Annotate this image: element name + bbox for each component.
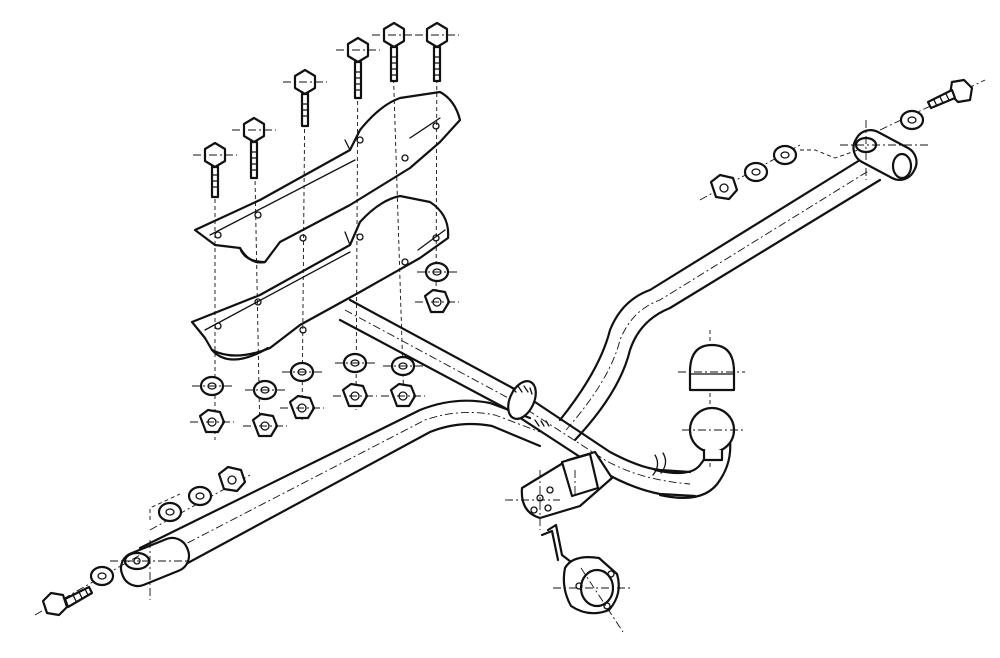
left-side-washer <box>157 501 183 523</box>
ball-cover-cap <box>678 343 745 392</box>
left-side-fasteners <box>34 465 251 617</box>
spring-clip <box>652 452 667 476</box>
washers <box>192 261 457 401</box>
electrical-socket <box>540 523 633 633</box>
hex-bolt <box>372 21 416 83</box>
hex-bolt <box>232 116 276 180</box>
right-side-washer <box>772 144 798 166</box>
washer <box>335 352 375 374</box>
gooseneck-lower <box>658 438 732 499</box>
tow-ball <box>682 406 745 462</box>
left-arm-lower-edge <box>158 422 542 580</box>
hex-nut <box>333 382 377 408</box>
hex-bolt <box>193 141 237 199</box>
washer <box>192 375 232 397</box>
hex-bolts <box>193 21 459 199</box>
left-end-bracket <box>110 536 191 600</box>
right-side-fasteners <box>699 78 986 201</box>
left-side-washer <box>187 485 213 507</box>
tow-ball-assembly <box>678 330 745 470</box>
right-side-nut <box>709 173 739 201</box>
weld-collar <box>507 380 537 420</box>
hex-nut <box>415 288 459 314</box>
hex-bolt <box>283 68 327 128</box>
right-end-bracket <box>840 120 930 181</box>
washer <box>245 379 285 401</box>
left-side-bolt <box>41 585 94 617</box>
hex-nut <box>280 394 324 420</box>
left-side-nut <box>217 465 247 493</box>
right-arm-upper-edge <box>558 158 862 422</box>
hex-bolt <box>336 36 380 100</box>
hex-bolt <box>415 21 459 83</box>
socket-plate <box>505 450 614 530</box>
drop-plates <box>190 90 462 361</box>
washer <box>417 261 457 283</box>
left-arm-upper-edge <box>138 399 532 550</box>
washer <box>282 361 322 383</box>
right-side-washer <box>899 109 925 131</box>
right-side-bolt <box>926 78 974 110</box>
washer <box>383 355 423 377</box>
tow-bar-frame <box>110 120 930 600</box>
hex-nuts <box>190 288 459 438</box>
hex-nut <box>190 408 234 434</box>
hex-nut <box>381 382 425 408</box>
right-arm-lower-edge <box>573 178 882 442</box>
left-side-washer <box>89 565 115 587</box>
hex-nut <box>243 412 287 438</box>
right-side-washer <box>743 161 769 183</box>
socket-cable <box>546 523 577 567</box>
lower-drop-plate <box>190 194 450 361</box>
upper-drop-plate <box>193 90 462 264</box>
